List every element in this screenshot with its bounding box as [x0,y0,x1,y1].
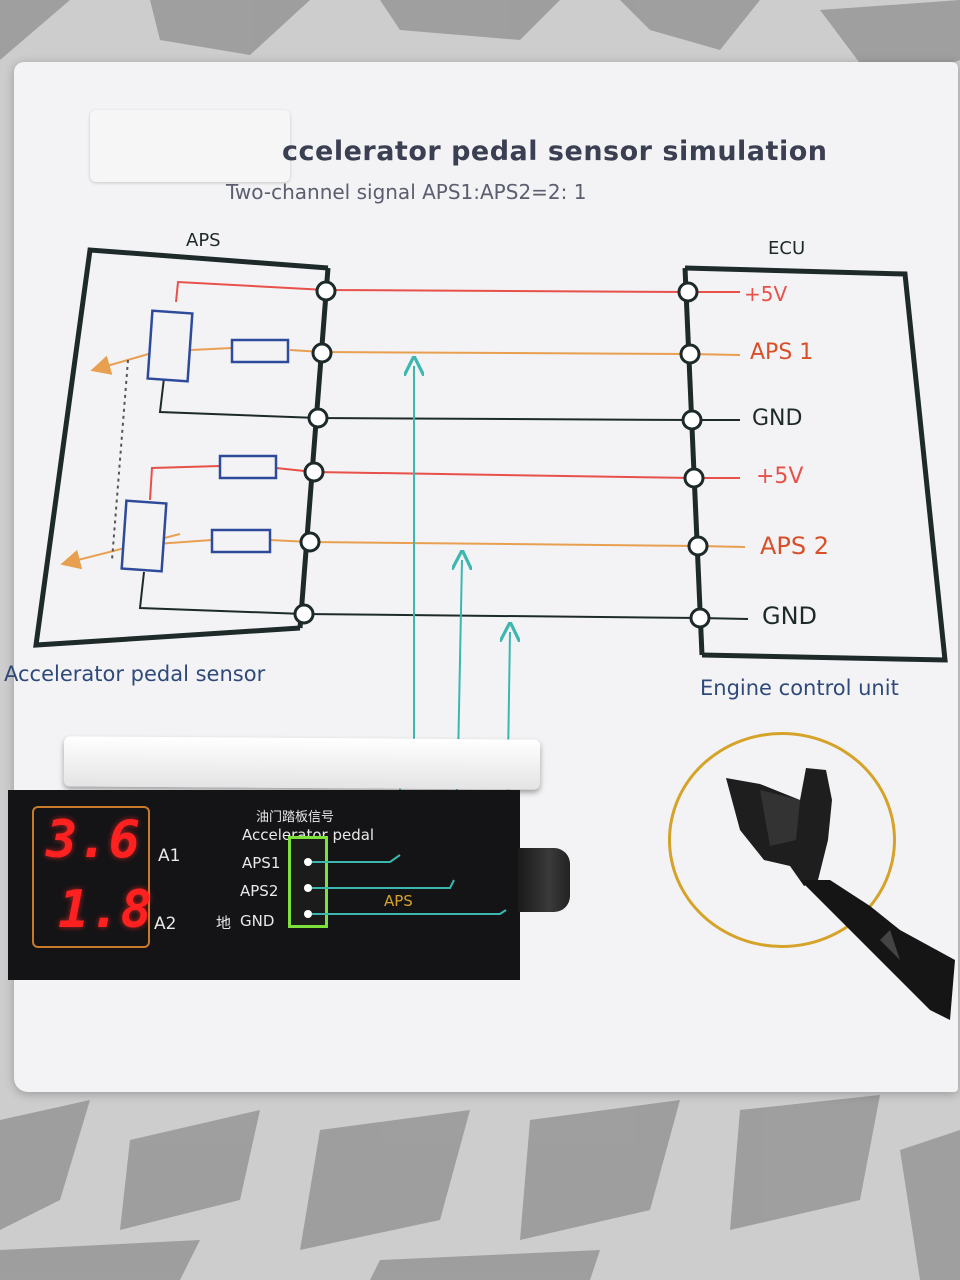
connector-photo-frame [668,732,896,948]
ecu-terminal-gnd1 [681,409,703,431]
ecu-terminal-5v2 [683,467,705,489]
aps-box-label: APS [186,230,221,251]
pin-gnd-cn-label: 地 [216,914,232,932]
signal-gnd-1: GND [752,406,803,431]
reading-a1: 3.6 [46,810,140,870]
aps-terminal-gnd2 [293,603,315,625]
ecu-box-outline [684,265,948,663]
display-frame [32,806,150,948]
ecu-terminal-gnd2 [689,607,711,629]
panel-title-en: Accelerator pedal [242,826,375,844]
pin-aps1-label: APS1 [242,854,281,872]
wire-5v-2 [149,465,740,501]
aps-terminal-aps1 [311,342,333,364]
pedal-link [111,359,129,561]
aps-terminal-gnd1 [307,407,329,429]
ecu-box-label: ECU [768,238,806,259]
resistor-5v-2 [218,454,278,480]
diagram-title: ccelerator pedal sensor simulation [282,136,828,167]
aps-terminal-aps2 [299,531,321,553]
resistor-aps2 [210,528,272,554]
simulator-panel [8,790,520,980]
signal-5v-1: +5V [744,282,788,306]
pin-gnd-label: GND [240,912,275,930]
pin-aps2-label: APS2 [240,882,279,900]
white-sticker [90,110,290,182]
ecu-terminal-bar [682,267,705,656]
connector-label: APS [384,892,413,910]
aps-box-outline [33,247,329,648]
ecu-terminal-aps2 [687,535,709,557]
aps-terminal-5v1 [315,280,337,302]
simulator-knob[interactable] [518,848,570,912]
sensor-caption: Accelerator pedal sensor [4,662,266,686]
signal-5v-2: +5V [756,464,804,489]
aps-terminal-5v2 [303,461,325,483]
diagram-subtitle: Two-channel signal APS1:APS2=2: 1 [226,180,587,204]
label-a1: A1 [158,846,181,866]
label-a2: A2 [154,914,177,934]
potentiometer-1 [146,309,194,383]
signal-aps1: APS 1 [750,340,814,365]
potentiometer-2 [120,499,168,573]
reading-a2: 1.8 [58,880,152,940]
aps-terminal-bar [297,267,331,629]
panel-title-cn: 油门踏板信号 [256,810,335,825]
ecu-terminal-aps1 [679,343,701,365]
resistor-aps1 [230,338,290,364]
signal-aps2: APS 2 [760,532,830,560]
ecu-caption: Engine control unit [700,676,899,700]
signal-gnd-2: GND [762,602,818,630]
ecu-terminal-5v1 [677,281,699,303]
